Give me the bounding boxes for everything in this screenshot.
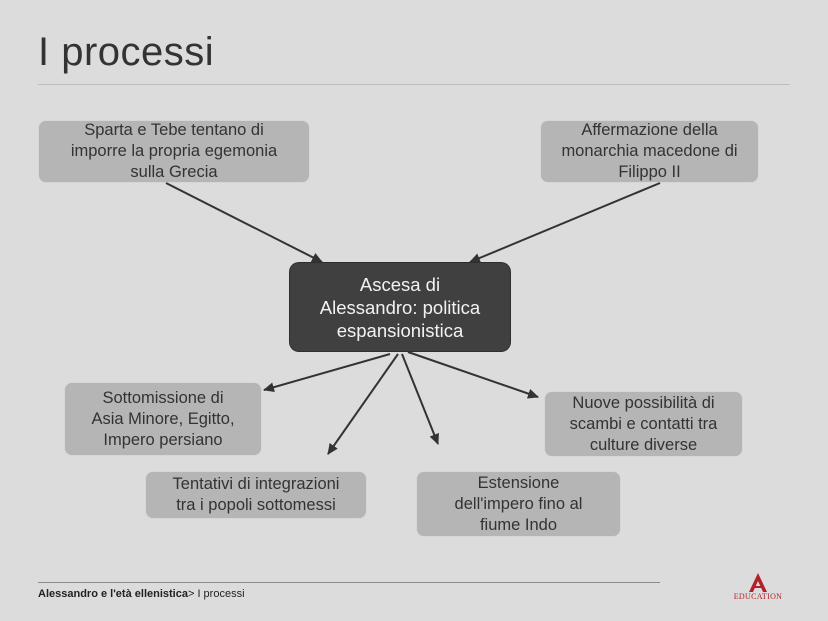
breadcrumb-current: > I processi	[187, 588, 245, 600]
title-divider	[38, 84, 790, 85]
arrow-center-to-right	[407, 351, 539, 399]
page-title: I processi	[38, 30, 215, 74]
arrow-center-to-left	[263, 353, 391, 393]
logo-a-icon	[749, 573, 767, 592]
arrow-top-right-to-center	[469, 182, 661, 263]
breadcrumb: Alessandro e l'età ellenistica> I proces…	[38, 588, 245, 600]
arrow-center-to-bottom-left	[327, 353, 399, 455]
publisher-logo: EDUCATION	[728, 572, 788, 602]
footer-divider	[38, 582, 660, 583]
node-ascesa-alessandro: Ascesa di Alessandro: politica espansion…	[290, 263, 510, 351]
arrow-top-left-to-center	[165, 182, 323, 263]
node-estensione-impero: Estensione dell'impero fino al fiume Ind…	[417, 472, 620, 536]
arrow-center-to-bottom-center	[401, 353, 439, 445]
logo-text: EDUCATION	[733, 592, 783, 601]
node-sparta-tebe: Sparta e Tebe tentano di imporre la prop…	[39, 121, 309, 182]
breadcrumb-section: Alessandro e l'età ellenistica	[38, 588, 188, 600]
node-nuove-possibilita: Nuove possibilità di scambi e contatti t…	[545, 392, 742, 456]
node-monarchia-macedone: Affermazione della monarchia macedone di…	[541, 121, 758, 182]
node-sottomissione: Sottomissione di Asia Minore, Egitto, Im…	[65, 383, 261, 455]
node-tentativi-integrazione: Tentativi di integrazioni tra i popoli s…	[146, 472, 366, 518]
